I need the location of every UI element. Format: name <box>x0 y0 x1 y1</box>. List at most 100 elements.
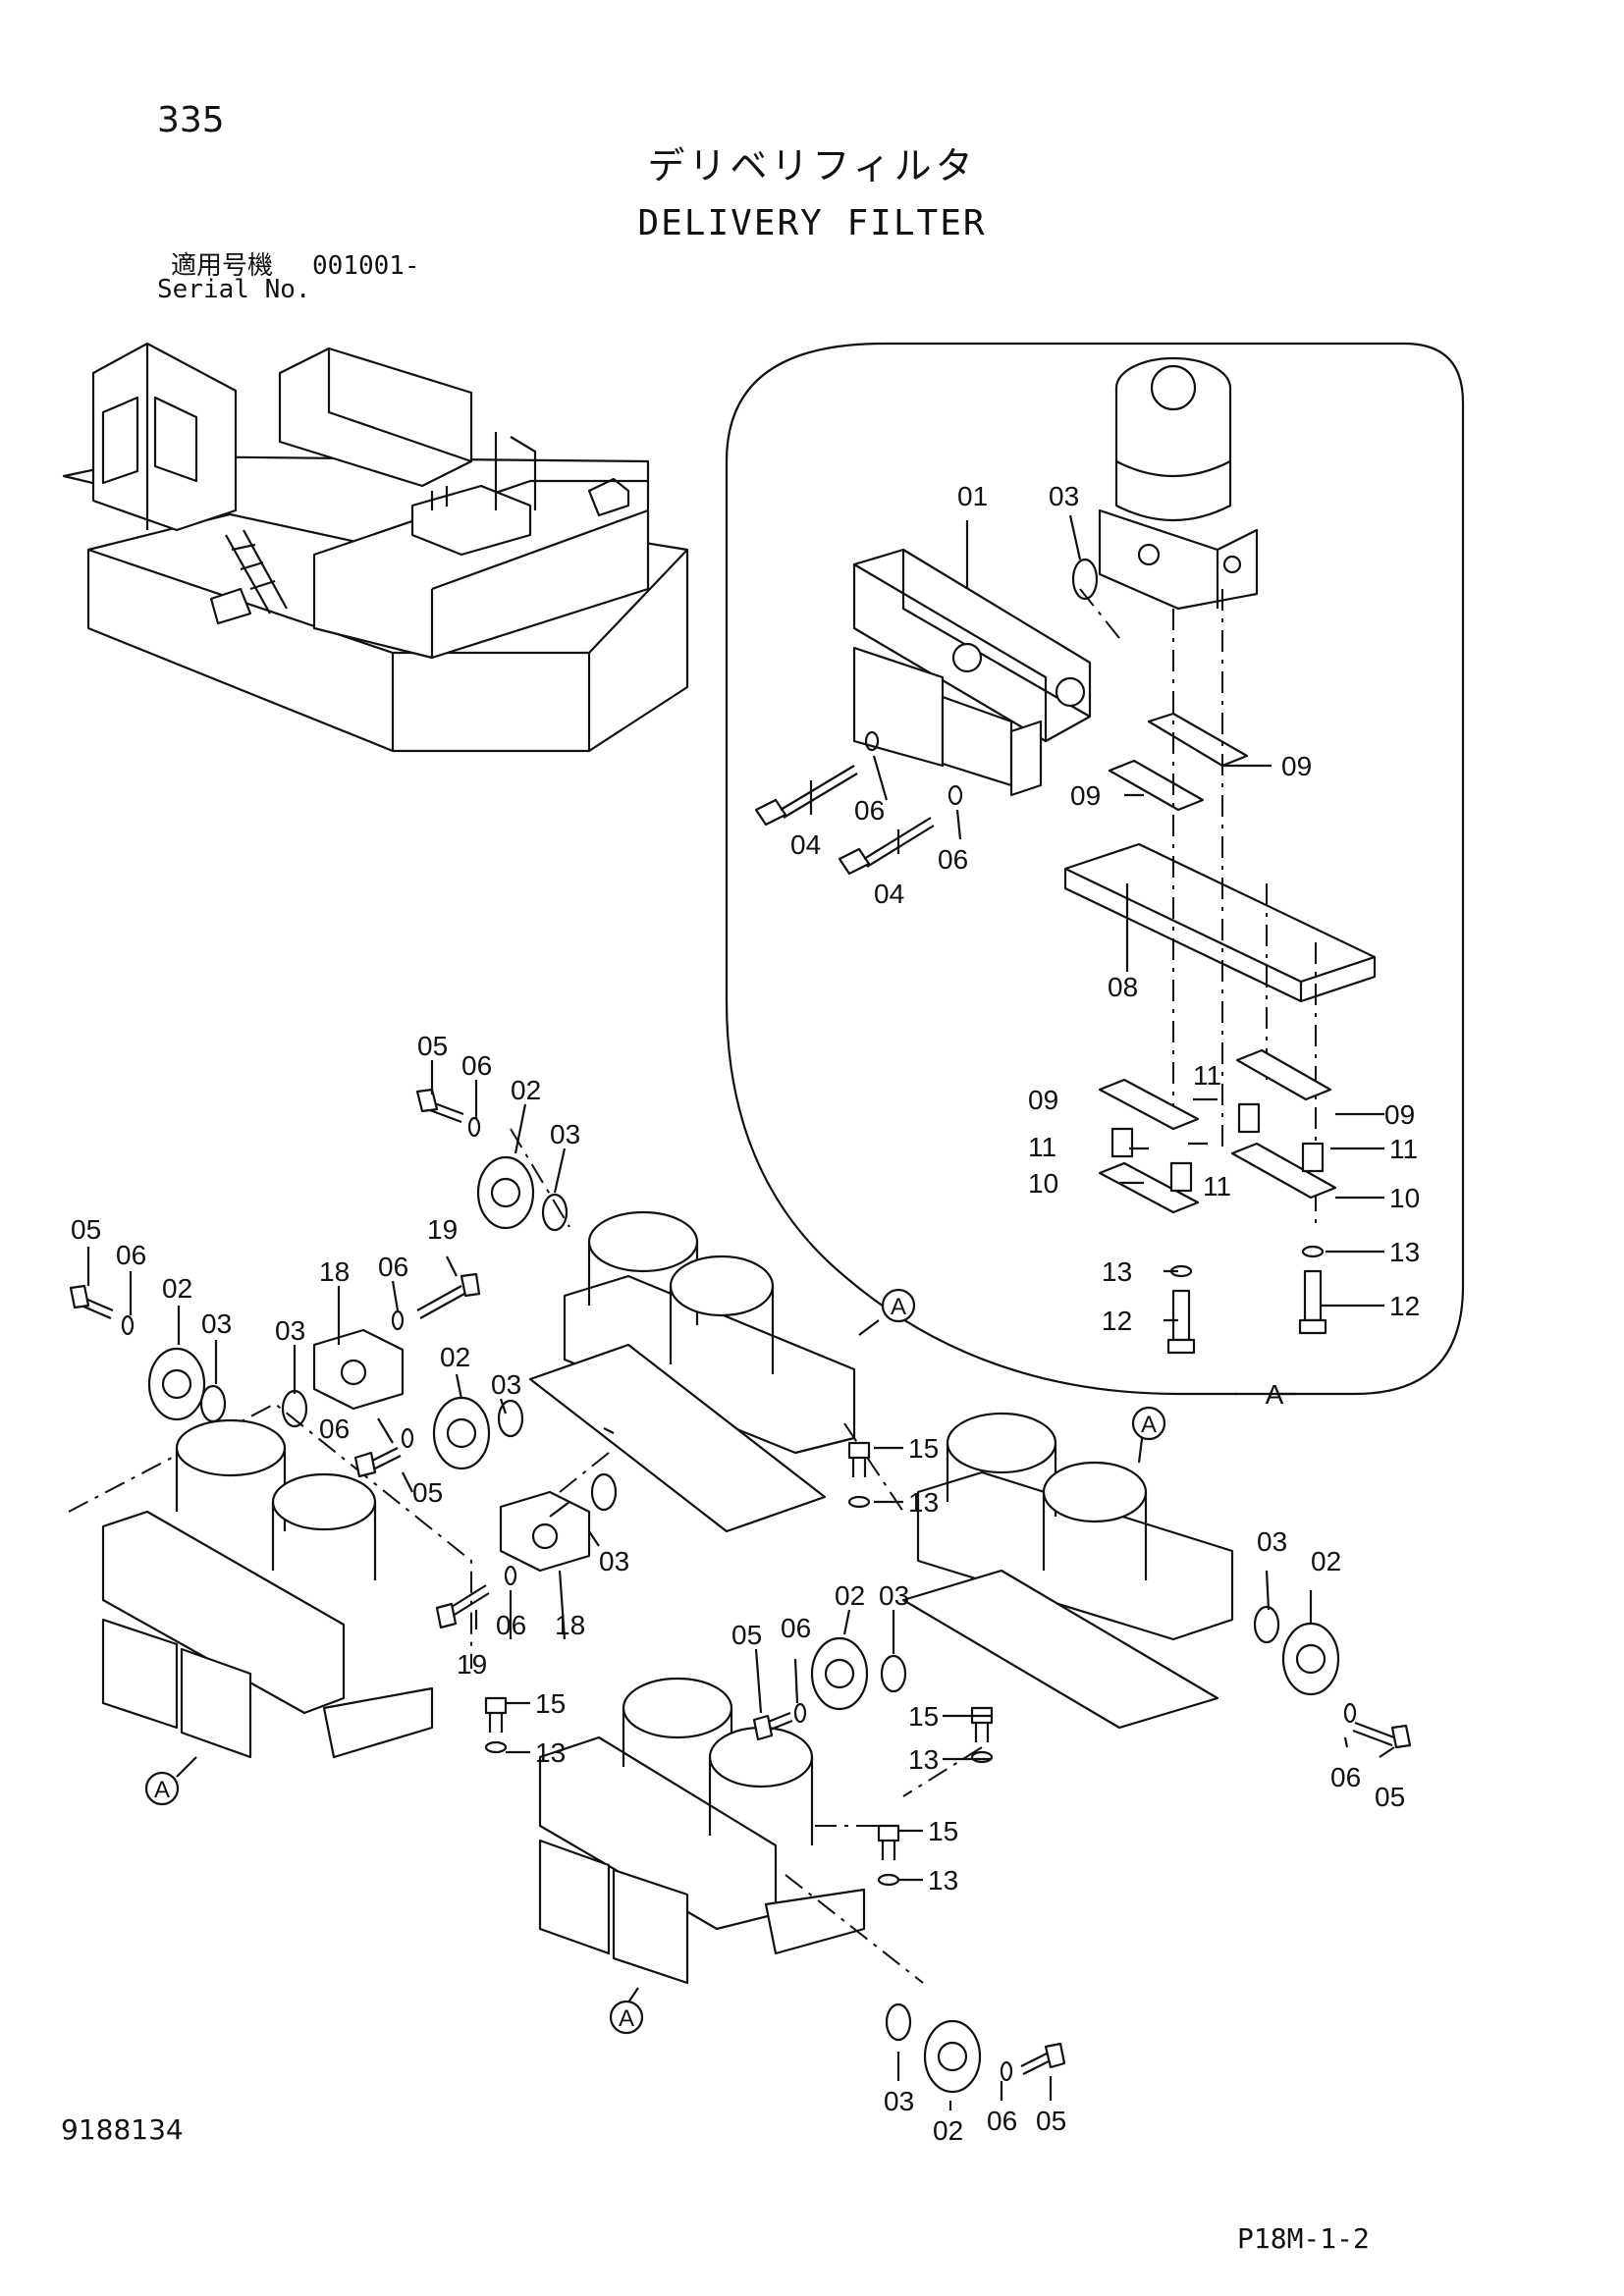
detail-view-label: A <box>1266 1379 1284 1410</box>
callout-19: 19 <box>427 1214 458 1245</box>
callout-05: 05 <box>731 1620 762 1650</box>
filter-assembly-top-center <box>510 1128 856 1533</box>
callout-03: 03 <box>879 1580 909 1611</box>
callout-06: 06 <box>116 1240 146 1270</box>
view-a-marker-label: A <box>619 2005 634 2032</box>
callout-06: 06 <box>378 1252 408 1282</box>
callout-15: 15 <box>908 1701 939 1732</box>
callout-06: 06 <box>987 2106 1017 2136</box>
spacer-icon <box>1237 1102 1261 1134</box>
callout-05: 05 <box>71 1214 101 1245</box>
callout-02: 02 <box>162 1273 192 1304</box>
callout-09: 09 <box>1384 1099 1415 1130</box>
callout-04: 04 <box>790 829 821 860</box>
callout-02: 02 <box>440 1342 470 1372</box>
callout-01: 01 <box>957 481 988 511</box>
callout-13: 13 <box>535 1737 566 1768</box>
bolts-04 <box>754 730 963 876</box>
filter-unit <box>1098 356 1259 611</box>
title-japanese: デリベリフィルタ <box>647 144 977 187</box>
spacer-plate-icon <box>1098 1161 1200 1214</box>
title-english: DELIVERY FILTER <box>637 203 987 243</box>
view-a-marker <box>144 1771 180 1806</box>
filter-assembly-left <box>68 1402 472 1759</box>
callout-13: 13 <box>928 1865 958 1896</box>
filter-assembly-bottom <box>538 1677 924 1985</box>
part-callouts: 01 03 09 09 06 06 04 04 08 09 09 11 11 1… <box>71 481 1420 2146</box>
view-a-marker <box>1131 1406 1166 1441</box>
callout-05: 05 <box>1375 1782 1405 1812</box>
callout-11: 11 <box>1203 1171 1231 1201</box>
callout-12: 12 <box>1102 1306 1132 1336</box>
callout-15: 15 <box>535 1688 566 1719</box>
drawing-code: P18M-1-2 <box>1237 2222 1370 2255</box>
callout-09: 09 <box>1028 1085 1058 1115</box>
detail-view-a <box>725 342 1465 1396</box>
callout-11: 11 <box>1193 1060 1221 1091</box>
spacer-plate-icon <box>1230 1142 1337 1200</box>
spacer-plate-icon <box>1108 759 1205 812</box>
callout-02: 02 <box>1311 1546 1341 1576</box>
serial-label-english: Serial No. <box>157 275 311 304</box>
manifold-block <box>852 548 1092 797</box>
callout-08: 08 <box>1108 972 1138 1002</box>
callout-03: 03 <box>275 1315 305 1346</box>
view-a-marker-label: A <box>154 1777 170 1803</box>
callout-13: 13 <box>1389 1237 1420 1267</box>
flanges-and-orings <box>147 1155 1340 2094</box>
callout-03: 03 <box>884 2086 914 2116</box>
callout-06: 06 <box>1330 1762 1361 1792</box>
callout-06: 06 <box>854 795 885 826</box>
bolts-and-washers <box>69 1088 1412 2082</box>
spacer-plate-icon <box>1147 712 1249 768</box>
callout-11: 11 <box>1389 1134 1418 1164</box>
spacer-icon <box>1301 1142 1325 1173</box>
callout-13: 13 <box>908 1487 939 1518</box>
callout-04: 04 <box>874 879 904 909</box>
callout-12: 12 <box>1389 1291 1420 1321</box>
serial-label-japanese: 適用号機 <box>171 251 274 281</box>
view-a-marker-label: A <box>891 1294 906 1320</box>
page-number: 335 <box>157 100 225 140</box>
callout-06: 06 <box>319 1414 350 1444</box>
callout-18: 18 <box>555 1610 585 1640</box>
spacer-icon <box>1110 1127 1134 1158</box>
callout-09: 09 <box>1281 751 1312 781</box>
callout-19: 19 <box>457 1649 487 1680</box>
callout-02: 02 <box>835 1580 865 1611</box>
view-a-marker <box>881 1288 916 1323</box>
callout-13: 13 <box>908 1744 939 1775</box>
callout-02: 02 <box>933 2115 963 2146</box>
callout-03: 03 <box>1257 1526 1287 1557</box>
callout-06: 06 <box>938 844 968 875</box>
mounting-bracket <box>1063 842 1377 984</box>
callout-10: 10 <box>1389 1183 1420 1213</box>
view-a-marker-label: A <box>1141 1412 1157 1438</box>
callout-13: 13 <box>1102 1256 1132 1287</box>
callout-03: 03 <box>491 1369 521 1400</box>
callout-05: 05 <box>417 1031 448 1061</box>
callout-09: 09 <box>1070 780 1101 811</box>
serial-range: 001001- <box>312 251 420 281</box>
callout-06: 06 <box>496 1610 526 1640</box>
callout-03: 03 <box>201 1308 232 1339</box>
callout-05: 05 <box>1036 2106 1066 2136</box>
callout-03: 03 <box>1049 481 1079 511</box>
callout-11: 11 <box>1028 1132 1056 1162</box>
leader-lines <box>86 514 1395 2110</box>
callout-03: 03 <box>599 1546 629 1576</box>
spacer-icon <box>1169 1161 1193 1193</box>
spacer-plate-icon <box>1235 1048 1332 1101</box>
callout-15: 15 <box>928 1816 958 1846</box>
view-a-marker <box>609 2000 644 2035</box>
spacer-plate-icon <box>1098 1078 1200 1131</box>
callout-06: 06 <box>781 1613 811 1643</box>
o-ring-icon <box>1071 558 1099 601</box>
callout-18: 18 <box>319 1256 350 1287</box>
callout-02: 02 <box>511 1075 541 1105</box>
callout-03: 03 <box>550 1119 580 1149</box>
callout-15: 15 <box>908 1433 939 1464</box>
callout-10: 10 <box>1028 1168 1058 1199</box>
callout-06: 06 <box>461 1050 492 1081</box>
